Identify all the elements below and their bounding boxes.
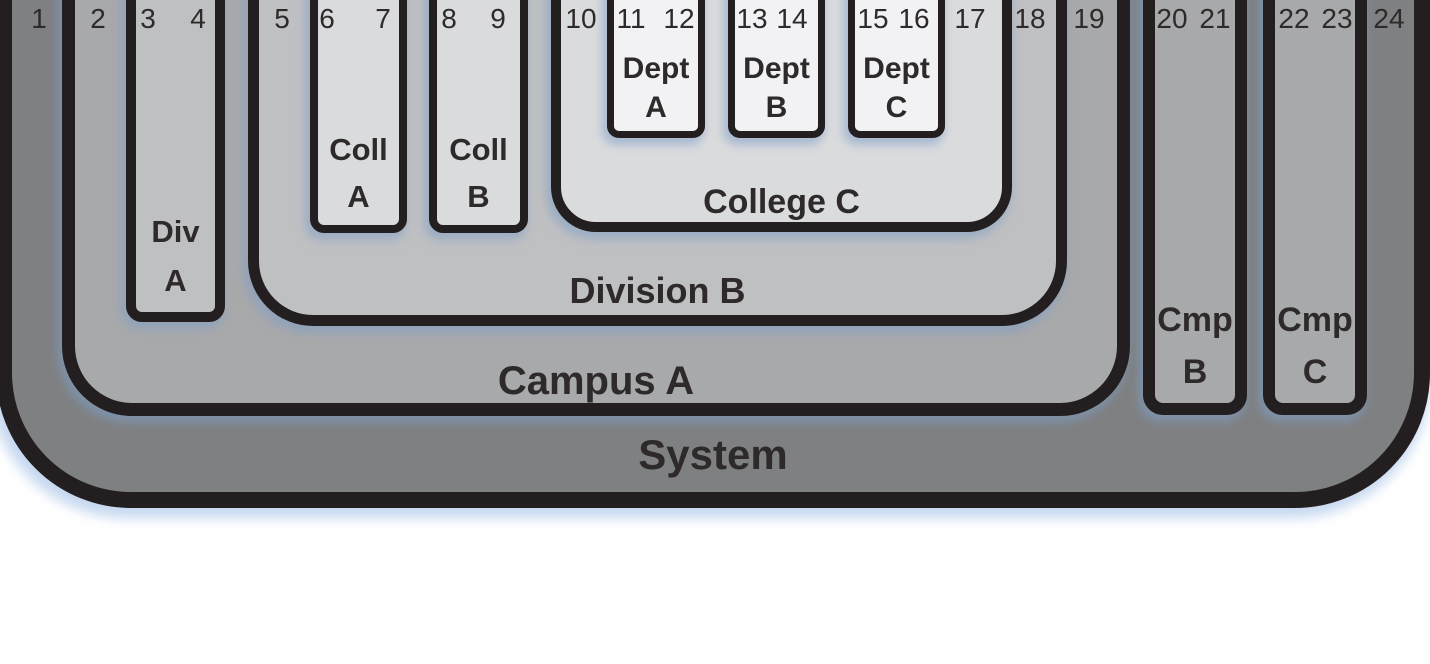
coll-b-box: Coll B bbox=[429, 0, 528, 233]
unit-number: 17 bbox=[954, 3, 986, 34]
unit-number: 15 bbox=[857, 3, 889, 34]
unit-number: 10 bbox=[565, 3, 597, 34]
college-c-label: College C bbox=[703, 183, 860, 221]
unit-number: 11 bbox=[616, 3, 646, 34]
unit-number: 18 bbox=[1014, 3, 1046, 34]
unit-number: 21 bbox=[1199, 3, 1231, 34]
cmp-b-label: Cmp B bbox=[1157, 300, 1233, 392]
coll-a-label: Coll A bbox=[329, 132, 388, 214]
unit-number: 4 bbox=[190, 3, 206, 34]
unit-number: 1 bbox=[31, 3, 47, 34]
system-label: System bbox=[638, 431, 788, 478]
unit-number: 8 bbox=[441, 3, 457, 34]
unit-number: 13 bbox=[736, 3, 768, 34]
div-a-box: Div A bbox=[126, 0, 225, 322]
unit-number: 9 bbox=[490, 3, 506, 34]
unit-number: 6 bbox=[319, 3, 335, 34]
unit-number: 7 bbox=[375, 3, 391, 34]
division-b-label: Division B bbox=[569, 270, 746, 311]
unit-number: 16 bbox=[898, 3, 930, 34]
dept-c-label: Dept C bbox=[863, 52, 930, 124]
coll-b-label: Coll B bbox=[449, 132, 508, 214]
cmp-c-label: Cmp C bbox=[1277, 300, 1353, 392]
unit-number: 24 bbox=[1373, 3, 1405, 34]
unit-number: 5 bbox=[274, 3, 290, 34]
dept-b-box: Dept B bbox=[728, 0, 825, 138]
dept-a-label: Dept A bbox=[622, 52, 690, 124]
unit-number: 22 bbox=[1278, 3, 1310, 34]
dept-c-box: Dept C bbox=[848, 0, 945, 138]
unit-number: 2 bbox=[90, 3, 106, 34]
cmp-c-box: Cmp C bbox=[1263, 0, 1367, 415]
unit-number: 12 bbox=[663, 3, 695, 34]
unit-number: 14 bbox=[776, 3, 808, 34]
coll-a-box: Coll A bbox=[310, 0, 407, 233]
unit-number: 3 bbox=[140, 3, 156, 34]
unit-number: 19 bbox=[1073, 3, 1105, 34]
unit-number: 23 bbox=[1321, 3, 1353, 34]
div-a-label: Div A bbox=[151, 213, 200, 299]
cmp-b-box: Cmp B bbox=[1143, 0, 1247, 415]
dept-a-box: Dept A bbox=[607, 0, 705, 138]
unit-number: 20 bbox=[1156, 3, 1188, 34]
dept-b-label: Dept B bbox=[743, 52, 810, 124]
campus-a-label: Campus A bbox=[497, 359, 695, 403]
